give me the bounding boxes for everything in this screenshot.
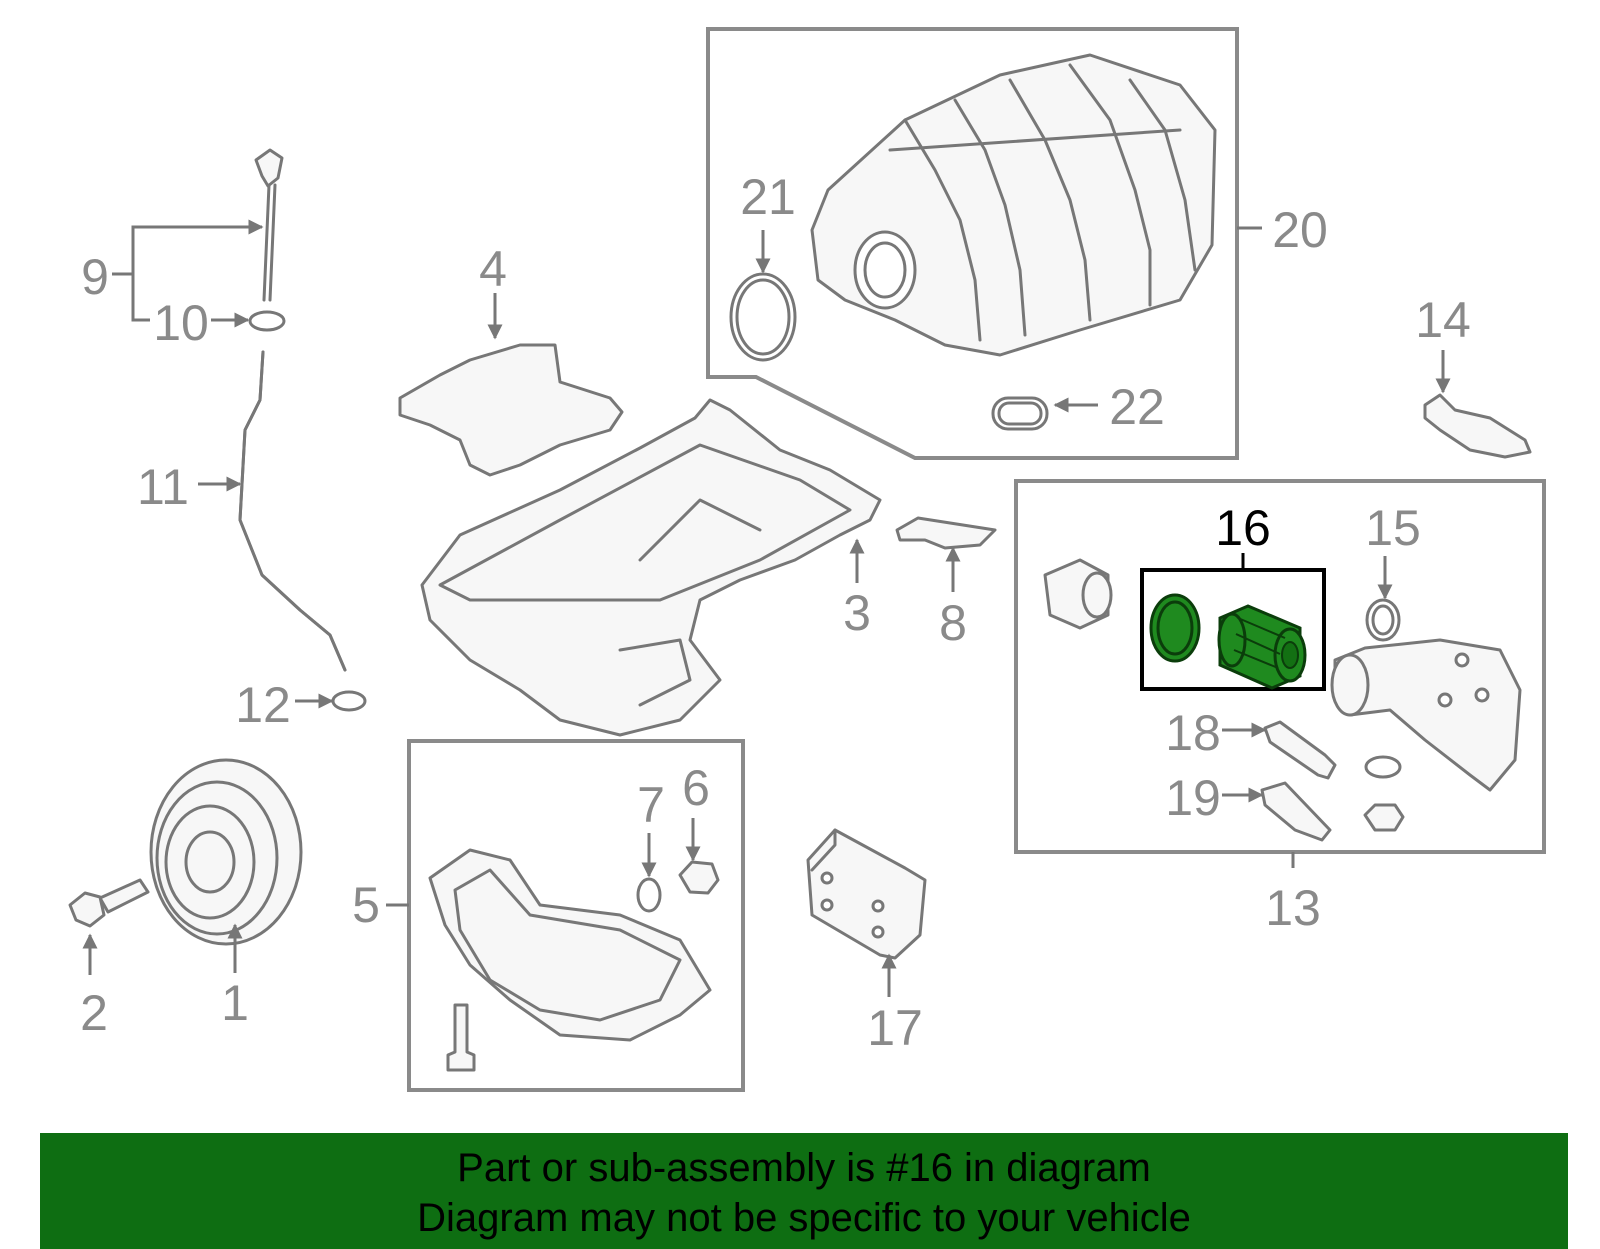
part-info-banner: Part or sub-assembly is #16 in diagram D… <box>40 1133 1568 1249</box>
callout-21: 21 <box>740 169 796 225</box>
oil-filter-element[interactable] <box>1217 604 1307 690</box>
banner-line-1: Part or sub-assembly is #16 in diagram <box>457 1146 1151 1190</box>
oil-pan-baffle <box>398 343 624 477</box>
oil-pan-lower-inner <box>453 868 682 1022</box>
oil-filter-housing-group-box <box>1014 479 1546 854</box>
dipstick-tube <box>238 350 347 672</box>
callout-19: 19 <box>1165 770 1221 826</box>
housing-mount-gasket <box>1423 393 1532 459</box>
callout-15: 15 <box>1365 500 1421 556</box>
callout-11: 11 <box>137 459 189 515</box>
leader-10 <box>131 274 150 322</box>
dipstick-o-ring <box>248 310 286 332</box>
oil-pan-lower <box>428 848 712 1042</box>
leader-9 <box>112 219 264 276</box>
housing-o-ring-inner <box>1371 604 1395 636</box>
callout-12: 12 <box>235 677 291 733</box>
highlight-box-16 <box>1140 568 1326 691</box>
oil-pan-gasket-plate <box>895 516 997 550</box>
dipstick <box>254 148 284 302</box>
callout-17: 17 <box>867 1000 923 1056</box>
callout-20: 20 <box>1272 202 1328 258</box>
manifold-port-gasket-inner <box>997 401 1043 426</box>
plug-washer <box>1364 755 1402 779</box>
callout-10: 10 <box>153 295 209 351</box>
callout-1: 1 <box>221 975 249 1031</box>
callout-9: 9 <box>81 249 109 305</box>
drain-plug <box>678 860 720 895</box>
callout-3: 3 <box>843 585 871 641</box>
callout-18: 18 <box>1165 705 1221 761</box>
callout-5: 5 <box>352 877 380 933</box>
oil-filter-housing <box>1330 638 1522 792</box>
housing-gasket-19 <box>1260 781 1332 842</box>
banner-line-2: Diagram may not be specific to your vehi… <box>417 1196 1191 1240</box>
drain-plug-washer <box>636 877 662 913</box>
intake-manifold <box>810 53 1217 357</box>
callout-7: 7 <box>637 777 665 833</box>
pulley-bolt <box>68 878 150 928</box>
crankshaft-pulley <box>149 758 303 946</box>
callout-6: 6 <box>682 760 710 816</box>
callout-13: 13 <box>1265 880 1321 936</box>
tube-o-ring <box>331 690 367 712</box>
filter-cap-o-ring-inner <box>1156 600 1194 656</box>
callout-2: 2 <box>80 985 108 1041</box>
oil-pan-upper <box>420 398 882 737</box>
callout-16: 16 <box>1215 500 1271 556</box>
oil-pan-lower-group-box <box>407 739 745 1092</box>
parts-diagram: 1 2 3 4 5 6 7 8 9 10 11 12 13 14 15 16 1… <box>68 27 1546 1092</box>
housing-plug <box>1363 803 1405 832</box>
intake-manifold-group-box <box>706 27 1239 460</box>
housing-gasket-18 <box>1263 720 1337 780</box>
oil-pan-bolt <box>446 1003 476 1072</box>
callout-8: 8 <box>939 595 967 651</box>
callout-22: 22 <box>1109 379 1165 435</box>
throttle-body-gasket-inner <box>735 278 791 356</box>
oil-cooler <box>806 828 927 960</box>
dipstick-tube-inner <box>238 350 347 672</box>
callout-4: 4 <box>479 241 507 297</box>
oil-filter-cap <box>1043 558 1113 630</box>
callout-14: 14 <box>1415 292 1471 348</box>
